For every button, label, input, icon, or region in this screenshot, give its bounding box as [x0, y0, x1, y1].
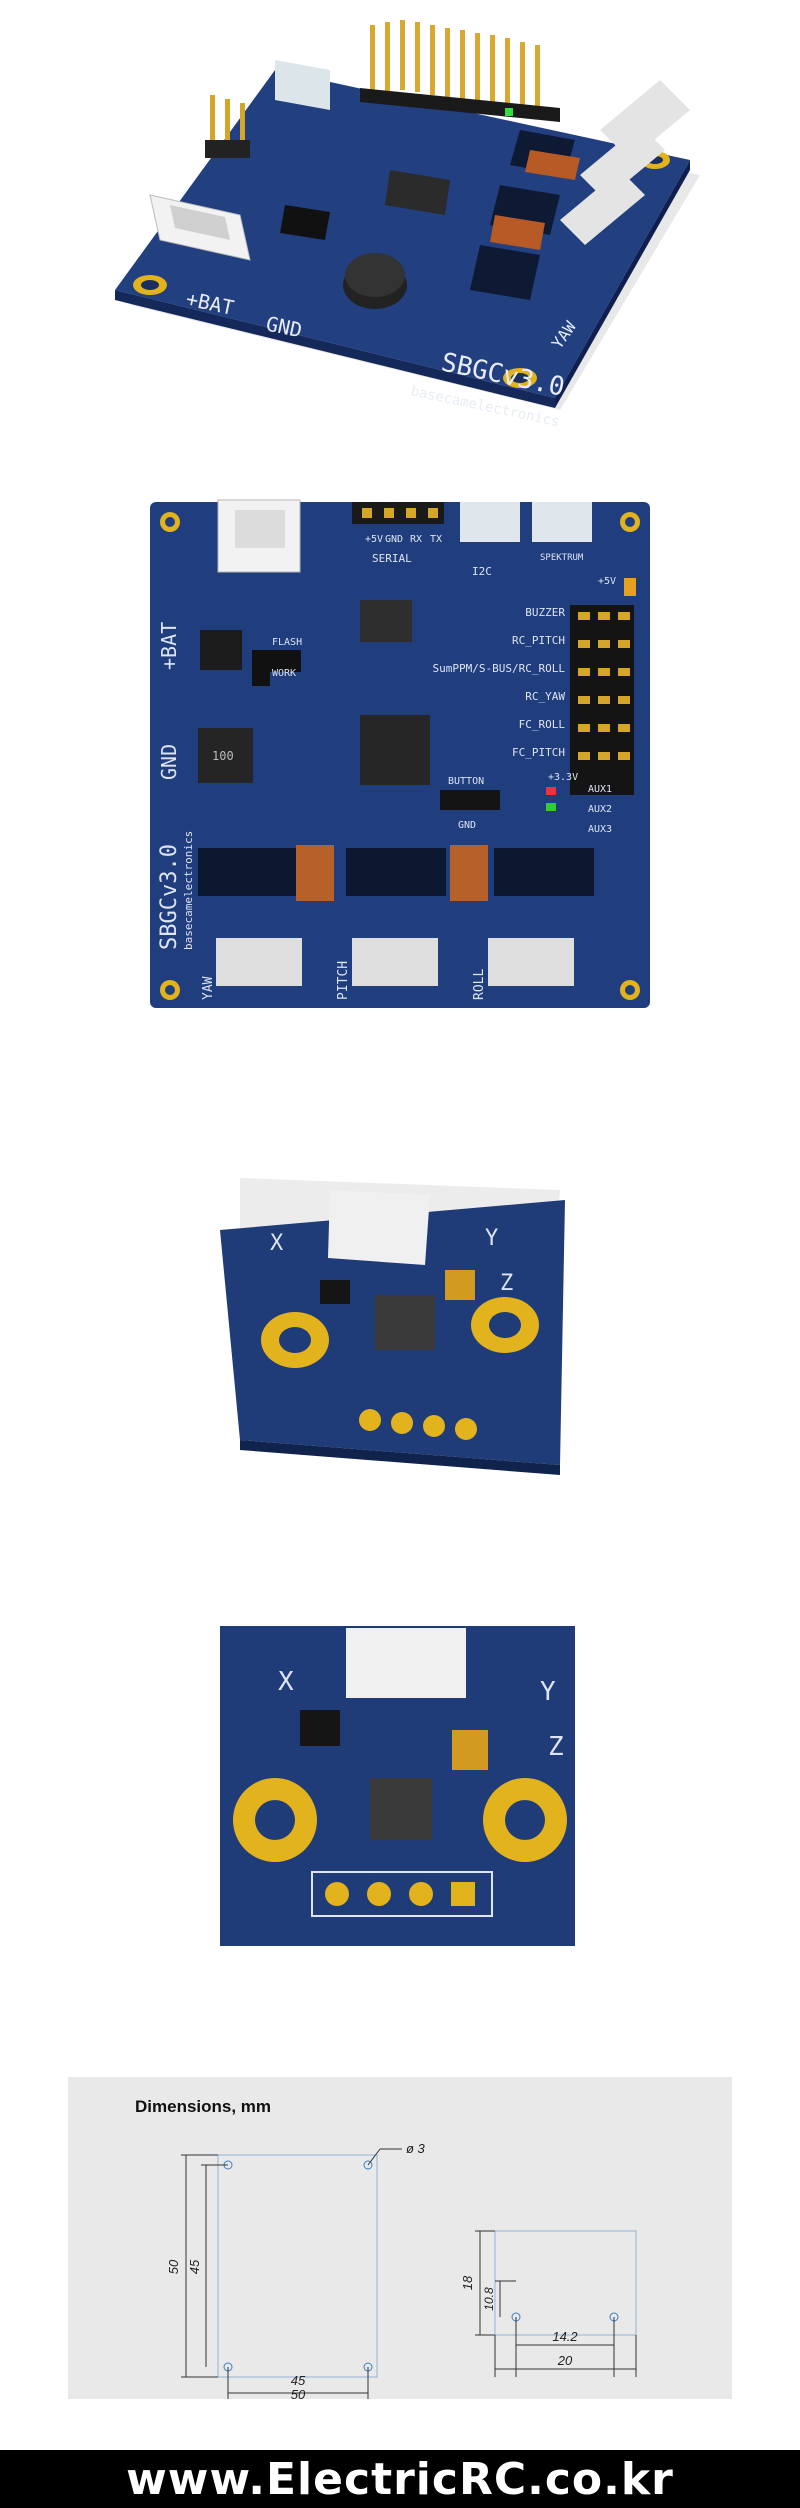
rc-label-pitch: RC_PITCH [512, 634, 565, 647]
imu-sensor-chip [370, 1778, 432, 1840]
main-outer-width: 50 [291, 2387, 306, 2399]
main-board-iso-photo: SBGCv3.0 basecamelectronics GND +BAT YAW [0, 0, 800, 440]
svg-text:+5V: +5V [365, 534, 383, 545]
spektrum-connector [532, 502, 592, 542]
imu-outer-height: 18 [460, 2275, 475, 2290]
roll-label: ROLL [472, 969, 487, 1000]
main-inner-width: 45 [291, 2373, 306, 2388]
bat-label: +BAT [157, 622, 181, 670]
imu-outer-width: 20 [557, 2353, 573, 2368]
imu-iso-x: X [270, 1231, 284, 1256]
svg-text:BUTTON: BUTTON [448, 776, 484, 787]
fc-label-pitch: FC_PITCH [512, 746, 565, 759]
mcu-chip [360, 715, 430, 785]
board-brand-label: basecamelectronics [182, 831, 195, 950]
board-name-label: SBGCv3.0 [157, 844, 182, 950]
i2c-connector [460, 502, 520, 542]
svg-text:+5V: +5V [598, 576, 616, 587]
main-outer-height: 50 [166, 2259, 181, 2274]
gnd-label: GND [157, 744, 181, 780]
serial-label: SERIAL [372, 552, 412, 565]
i2c-label: I2C [472, 565, 492, 578]
aux2-label: AUX2 [588, 804, 612, 815]
fc-label-roll: FC_ROLL [519, 718, 566, 731]
yaw-label: YAW [201, 976, 216, 1000]
svg-text:TX: TX [430, 534, 442, 545]
imu-inner-height: 10.8 [482, 2287, 496, 2311]
dimensions-title: Dimensions, mm [135, 2097, 272, 2116]
button-header [440, 790, 500, 810]
imu-iso-photo: X Y Z [0, 1150, 800, 1490]
imu-iso-z: Z [500, 1271, 513, 1296]
yaw-motor-connector [216, 938, 302, 986]
imu-connector [346, 1628, 466, 1698]
imu-z-label: Z [548, 1732, 564, 1762]
imu-iso-y: Y [485, 1226, 498, 1251]
imu-inner-width: 14.2 [552, 2329, 578, 2344]
serial-header [352, 502, 444, 524]
main-board-top-photo: +5V GND RX TX SERIAL I2C SPEKTRUM +5V BU… [0, 490, 800, 1030]
pitch-motor-connector [352, 938, 438, 986]
rc-label-yaw: RC_YAW [525, 690, 565, 703]
svg-text:WORK: WORK [272, 668, 296, 679]
main-inner-height: 45 [187, 2259, 202, 2274]
dimensions-panel: Dimensions, mm [68, 2077, 732, 2399]
svg-text:GND: GND [385, 534, 403, 545]
rc-label-roll: SumPPM/S-BUS/RC_ROLL [433, 662, 566, 675]
svg-text:RX: RX [410, 534, 422, 545]
aux1-label: AUX1 [588, 784, 612, 795]
imu-y-label: Y [540, 1677, 556, 1707]
svg-text:100: 100 [212, 749, 234, 763]
footer-banner: www.ElectricRC.co.kr [0, 2450, 800, 2508]
spektrum-label: SPEKTRUM [540, 553, 584, 563]
rc-label-buzzer: BUZZER [525, 606, 565, 619]
roll-motor-connector [488, 938, 574, 986]
svg-text:+3.3V: +3.3V [548, 772, 578, 783]
svg-text:GND: GND [458, 820, 476, 831]
pitch-label: PITCH [336, 961, 351, 1000]
imu-top-photo: X Y Z [0, 1610, 800, 1960]
aux3-label: AUX3 [588, 824, 612, 835]
hole-diameter-label: ø 3 [406, 2141, 426, 2156]
footer-url[interactable]: www.ElectricRC.co.kr [126, 2453, 674, 2505]
imu-x-label: X [278, 1667, 294, 1697]
inductor [198, 728, 253, 783]
svg-text:FLASH: FLASH [272, 637, 302, 648]
